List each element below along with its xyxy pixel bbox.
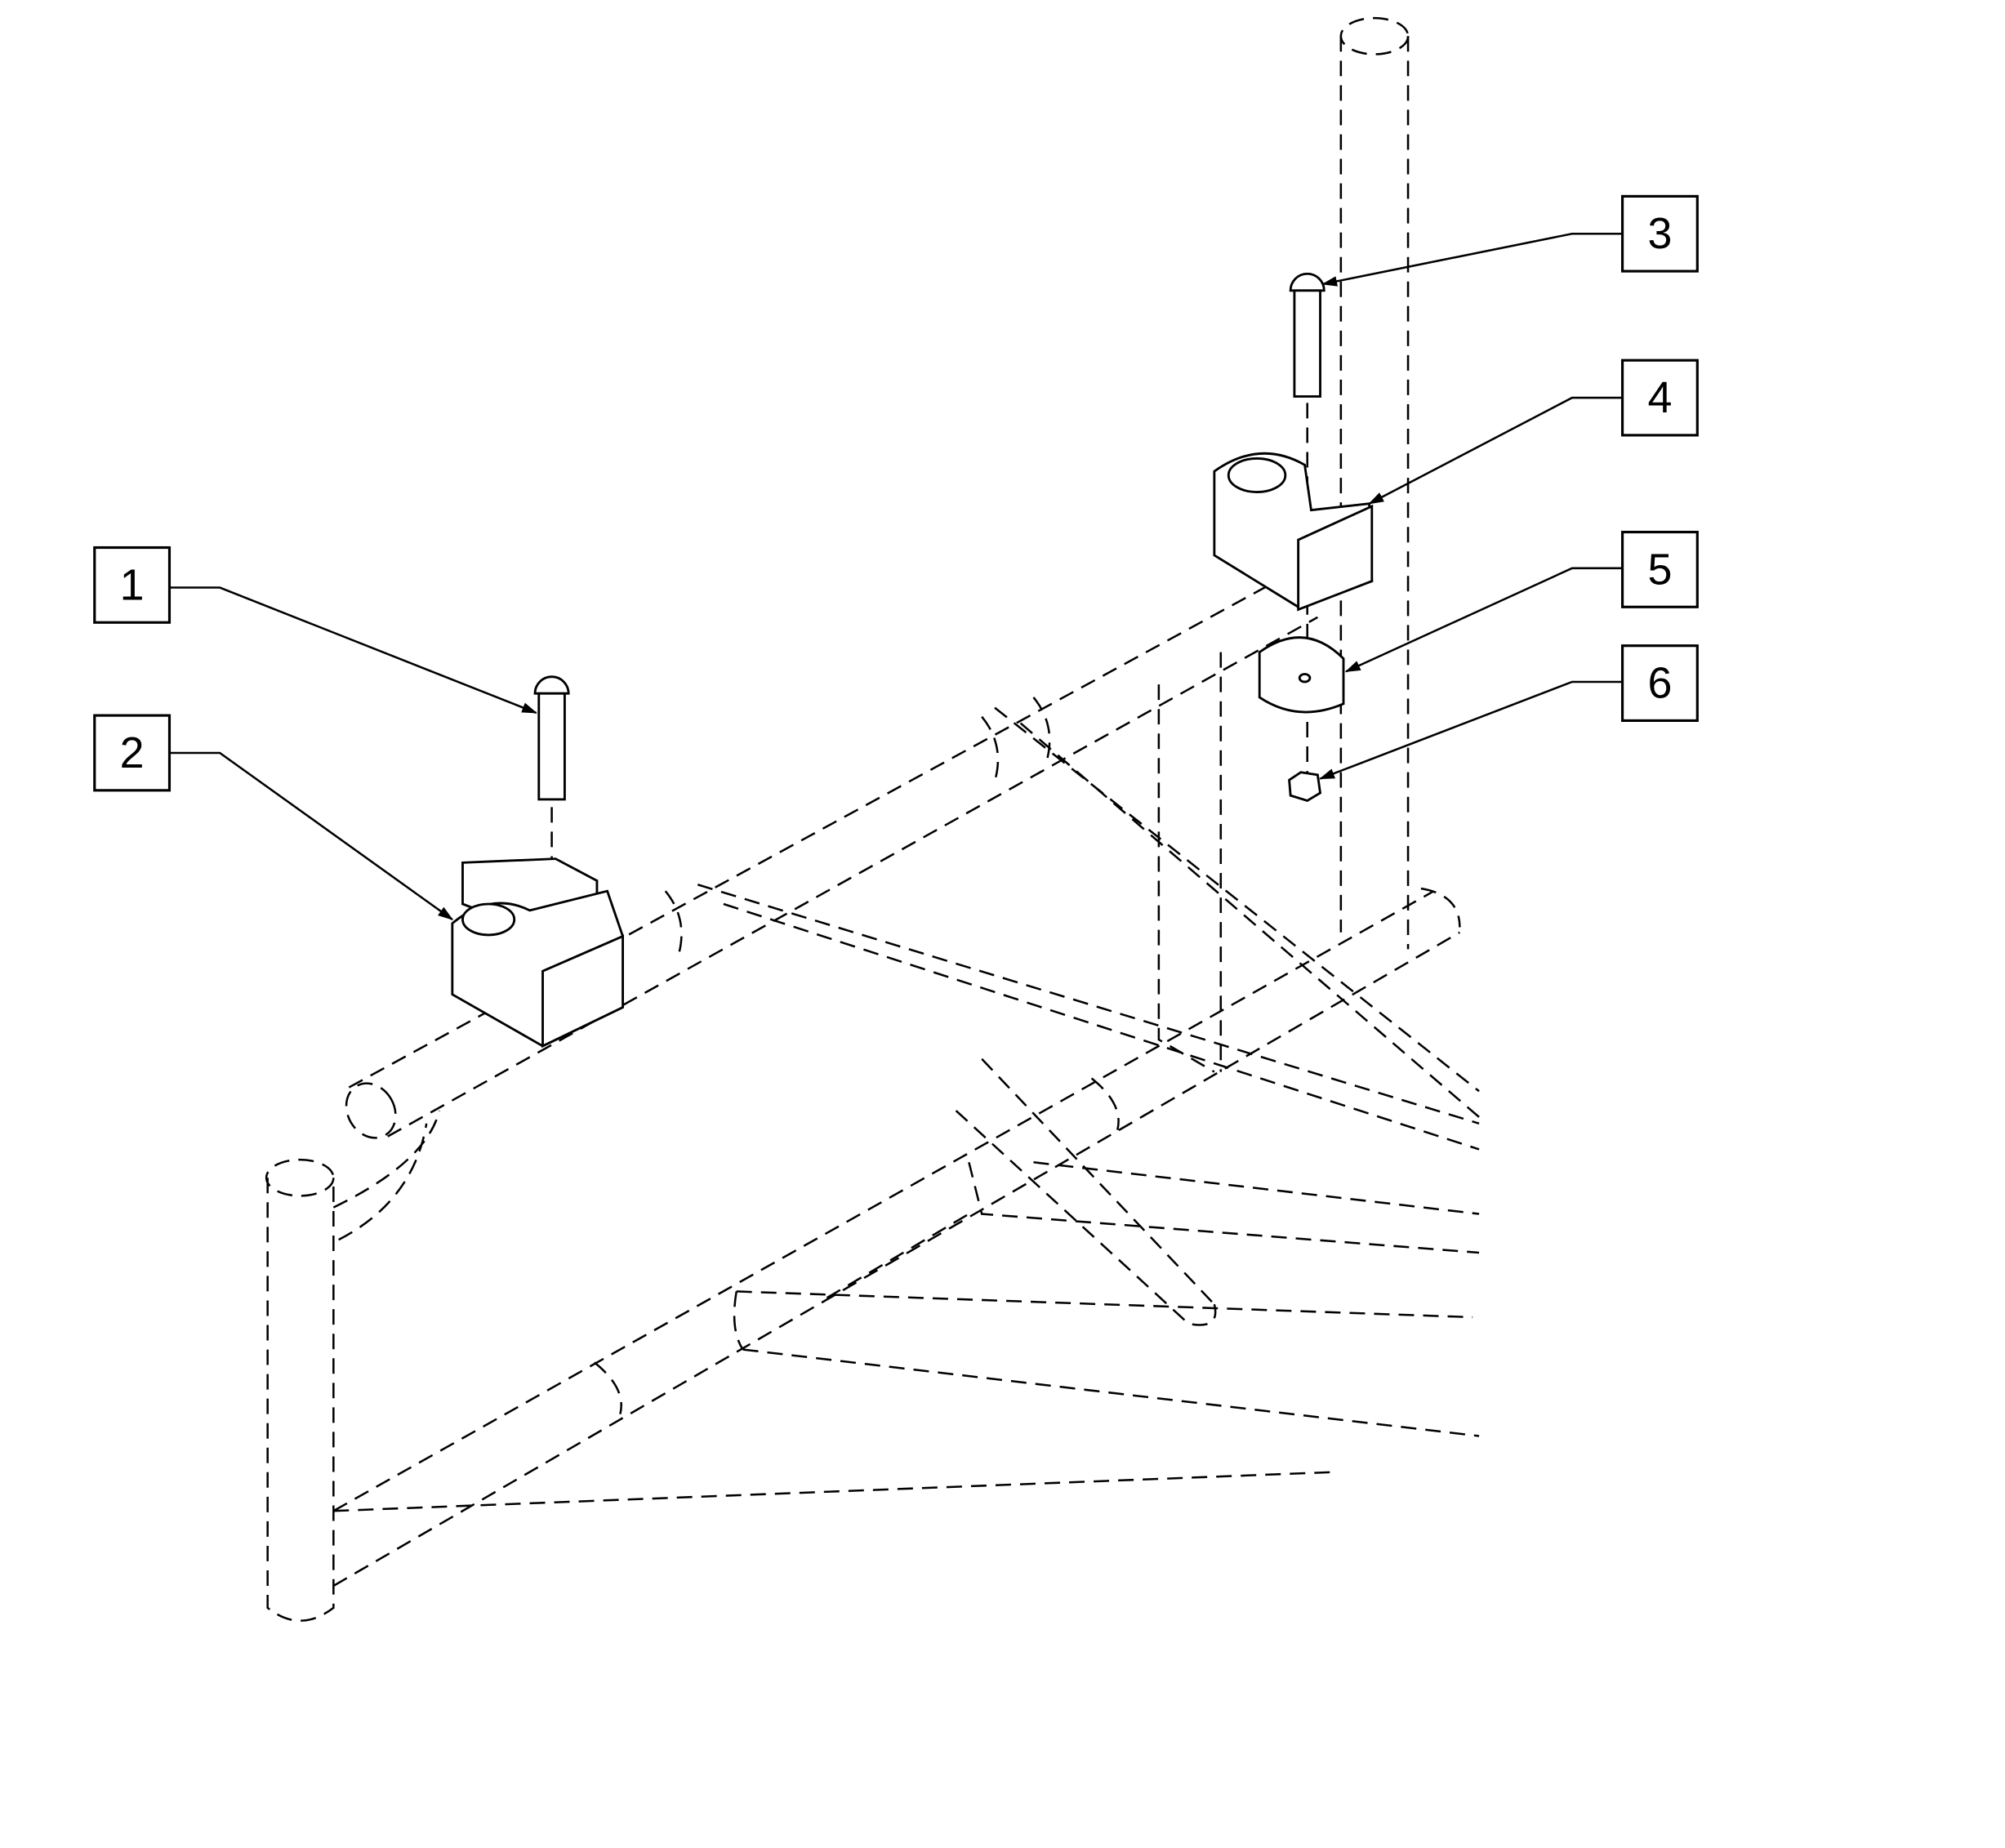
callout-5: 5	[1344, 530, 1699, 673]
nut-part-6	[1288, 771, 1322, 803]
callout-label: 5	[1647, 545, 1672, 594]
screw-part-1	[533, 675, 570, 963]
screw-part-3	[1289, 272, 1326, 775]
callout-label: 1	[120, 560, 145, 609]
wheelchair-frame	[265, 16, 1480, 1622]
clamp-part-2	[451, 857, 624, 1049]
spacer-part-5	[1258, 636, 1345, 714]
callout-3: 3	[1321, 194, 1699, 287]
callout-label: 3	[1647, 209, 1672, 258]
callout-4: 4	[1368, 358, 1699, 505]
callout-1: 1	[93, 545, 538, 715]
callout-label: 2	[120, 728, 145, 777]
callout-2: 2	[93, 714, 454, 920]
callout-6: 6	[1319, 644, 1699, 780]
clamp-part-4	[1213, 452, 1374, 612]
callout-label: 4	[1647, 373, 1672, 422]
callout-label: 6	[1647, 659, 1672, 708]
